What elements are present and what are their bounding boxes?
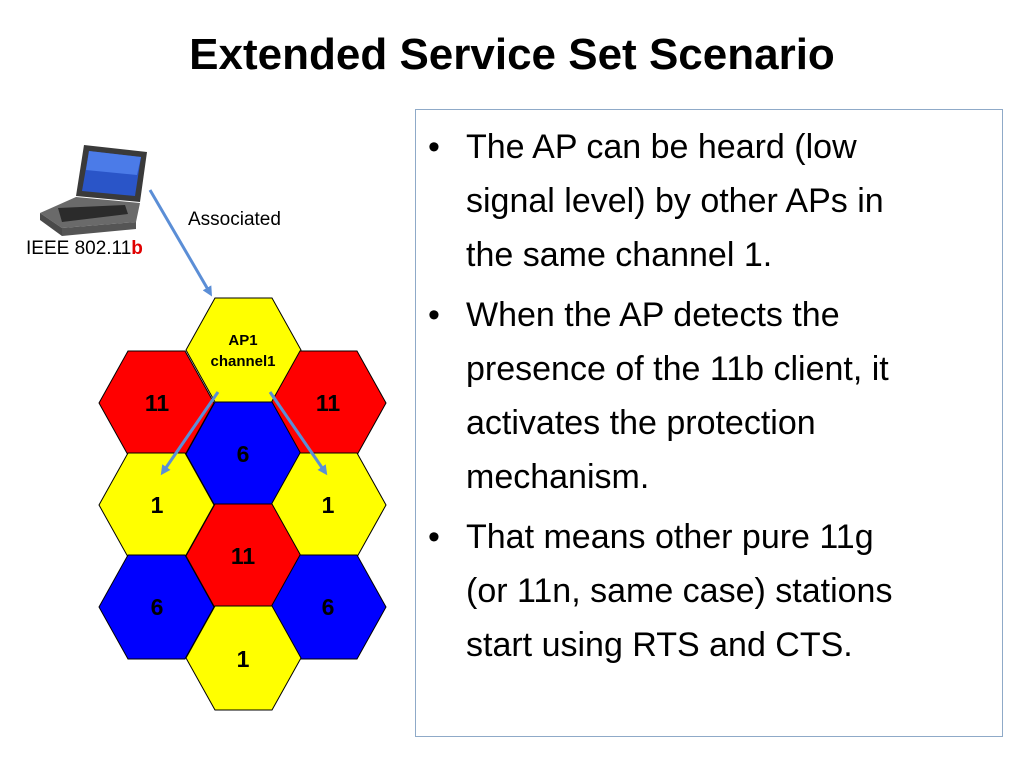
bullet-dot-icon: • xyxy=(428,128,440,166)
hex-bottom xyxy=(185,605,302,711)
bullet-line: activates the protection xyxy=(466,404,816,442)
bullet-line: The AP can be heard (low xyxy=(466,128,857,166)
bullet-dot-icon: • xyxy=(428,518,440,556)
bullet-dot-icon: • xyxy=(428,296,440,334)
channel-label: 11 xyxy=(231,543,256,569)
bullet-item: • The AP can be heard (low signal level) b… xyxy=(416,120,991,282)
channel-label: 6 xyxy=(151,594,164,620)
associated-label: Associated xyxy=(188,209,281,230)
interference-arrow-left xyxy=(160,391,220,476)
slide-title: Extended Service Set Scenario xyxy=(189,30,835,79)
ap1-channel-label: channel1 xyxy=(210,353,275,370)
channel-label: 6 xyxy=(322,594,335,620)
ieee-standard-label: IEEE 802.11b xyxy=(26,238,143,260)
bullet-line: start using RTS and CTS. xyxy=(466,626,853,664)
ieee-suffix: b xyxy=(131,238,143,259)
bullet-list: • The AP can be heard (low signal level) b… xyxy=(416,120,991,678)
bullet-line: presence of the 11b client, it xyxy=(466,350,889,388)
channel-label: 6 xyxy=(237,441,250,467)
channel-label: 1 xyxy=(322,492,335,518)
bullet-item: • That means other pure 11g (or 11n, same … xyxy=(416,510,991,672)
association-arrow xyxy=(148,189,213,297)
channel-label: 11 xyxy=(145,390,170,416)
bullet-item: • When the AP detects the presence of the … xyxy=(416,288,991,504)
channel-label: 1 xyxy=(151,492,164,518)
bullet-line: (or 11n, same case) stations xyxy=(466,572,893,610)
bullet-line: When the AP detects the xyxy=(466,296,840,334)
bullet-line: the same channel 1. xyxy=(466,236,773,274)
channel-label: 1 xyxy=(237,646,250,672)
bullet-line: mechanism. xyxy=(466,458,650,496)
bullet-line: signal level) by other APs in xyxy=(466,182,884,220)
ap1-label: AP1 xyxy=(228,332,257,349)
explanation-box: • The AP can be heard (low signal level) b… xyxy=(415,109,1003,737)
bullet-line: That means other pure 11g xyxy=(466,518,874,556)
channel-label: 11 xyxy=(316,390,341,416)
laptop-icon xyxy=(40,145,147,236)
ieee-prefix: IEEE 802.11 xyxy=(26,238,132,259)
interference-arrow-right xyxy=(268,391,328,476)
